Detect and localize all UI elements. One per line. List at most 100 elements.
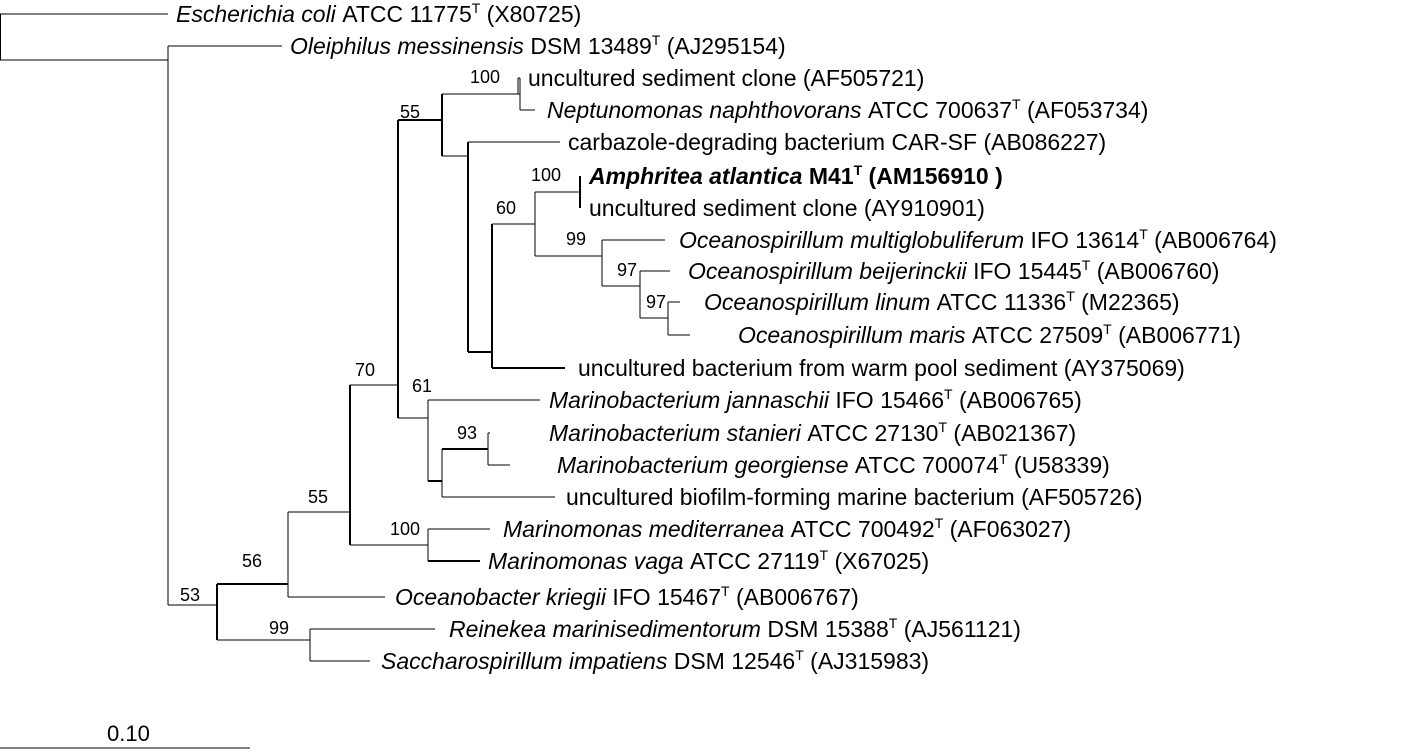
taxon-accession: (U58339)	[1008, 452, 1110, 478]
taxon-accession: (AJ315983)	[804, 648, 929, 674]
taxon-accession: (AF063027)	[943, 516, 1071, 542]
type-strain-mark: T	[652, 32, 661, 48]
taxon-label-oc_beij: Oceanospirillum beijerinckii IFO 15445T …	[688, 257, 1219, 284]
taxon-accession: (AB086227)	[977, 129, 1106, 155]
taxon-species-name: Amphritea atlantica	[588, 163, 809, 189]
taxon-strain: ATCC 700637	[868, 97, 1012, 123]
taxon-accession: (AF505721)	[797, 65, 925, 91]
taxon-accession: (AJ295154)	[660, 33, 785, 59]
taxon-label-oc_linum: Oceanospirillum linum ATCC 11336T (M2236…	[704, 288, 1180, 315]
taxon-strain: M41	[809, 163, 854, 189]
taxon-strain: IFO 13614	[1031, 227, 1140, 253]
taxon-accession: (AF053734)	[1021, 97, 1149, 123]
taxon-accession: (AB006765)	[953, 387, 1082, 413]
taxon-label-neptunomonas: Neptunomonas naphthovorans ATCC 700637T …	[547, 96, 1148, 123]
taxon-strain: DSM 12546	[674, 648, 795, 674]
scale-bar-label: 0.10	[107, 721, 150, 746]
bootstrap-value: 53	[180, 585, 200, 605]
taxon-labels: Escherichia coli ATCC 11775T (X80725)Ole…	[176, 0, 1277, 674]
taxon-species-name: Marinobacterium jannaschii	[549, 387, 835, 413]
taxon-label-carsf: carbazole-degrading bacterium CAR-SF (AB…	[568, 129, 1106, 155]
taxon-accession: (AF505726)	[1015, 484, 1143, 510]
type-strain-mark: T	[795, 647, 804, 663]
taxon-species-name: Oceanospirillum linum	[704, 289, 937, 315]
taxon-strain: ATCC 700492	[791, 516, 935, 542]
type-strain-mark: T	[721, 583, 730, 599]
taxon-label-unc_af505726: uncultured biofilm-forming marine bacter…	[566, 484, 1143, 510]
taxon-strain: ATCC 11775	[342, 1, 472, 27]
bootstrap-value: 55	[400, 102, 420, 122]
taxon-label-oc_multi: Oceanospirillum multiglobuliferum IFO 13…	[679, 226, 1277, 253]
type-strain-mark: T	[944, 386, 953, 402]
type-strain-mark: T	[1139, 226, 1148, 242]
taxon-label-oc_maris: Oceanospirillum maris ATCC 27509T (AB006…	[738, 321, 1241, 348]
type-strain-mark: T	[820, 547, 829, 563]
taxon-strain: uncultured biofilm-forming marine bacter…	[566, 484, 1015, 510]
type-strain-mark: T	[1082, 257, 1091, 273]
taxon-strain: ATCC 27119	[690, 548, 820, 574]
type-strain-mark: T	[938, 419, 947, 435]
taxon-label-mm_vaga: Marinomonas vaga ATCC 27119T (X67025)	[488, 547, 929, 574]
taxon-label-unc_af505721: uncultured sediment clone (AF505721)	[528, 65, 924, 91]
taxon-species-name: Saccharospirillum impatiens	[381, 648, 674, 674]
taxon-accession: (AB006767)	[730, 584, 859, 610]
taxon-label-unc_ay375069: uncultured bacterium from warm pool sedi…	[578, 355, 1185, 381]
taxon-strain: uncultured sediment clone	[589, 195, 858, 221]
taxon-label-ob_krieg: Oceanobacter kriegii IFO 15467T (AB00676…	[395, 583, 859, 610]
taxon-label-mb_jann: Marinobacterium jannaschii IFO 15466T (A…	[549, 386, 1082, 413]
bootstrap-value: 100	[531, 165, 561, 185]
taxon-label-unc_ay910901: uncultured sediment clone (AY910901)	[589, 195, 985, 221]
taxon-strain: carbazole-degrading bacterium CAR-SF	[568, 129, 977, 155]
taxon-strain: DSM 13489	[530, 33, 651, 59]
taxon-species-name: Marinobacterium stanieri	[549, 420, 807, 446]
bootstrap-value: 97	[617, 260, 637, 280]
bootstrap-value: 56	[242, 551, 262, 571]
type-strain-mark: T	[999, 451, 1008, 467]
bootstrap-value: 97	[646, 292, 666, 312]
bootstrap-value: 99	[566, 229, 586, 249]
bootstrap-value: 70	[355, 360, 375, 380]
taxon-accession: (AB006771)	[1112, 322, 1241, 348]
taxon-species-name: Marinobacterium georgiense	[557, 452, 855, 478]
taxon-label-mb_stan: Marinobacterium stanieri ATCC 27130T (AB…	[549, 419, 1076, 446]
type-strain-mark: T	[1012, 96, 1021, 112]
bootstrap-value: 60	[496, 198, 516, 218]
taxon-strain: ATCC 27509	[972, 322, 1103, 348]
taxon-strain: uncultured sediment clone	[528, 65, 797, 91]
bootstrap-value: 93	[457, 423, 477, 443]
type-strain-mark: T	[472, 0, 481, 16]
taxon-strain: ATCC 11336	[937, 289, 1067, 315]
taxon-species-name: Oceanobacter kriegii	[395, 584, 612, 610]
bootstrap-value: 99	[269, 618, 289, 638]
taxon-accession: (AY375069)	[1057, 355, 1184, 381]
taxon-strain: uncultured bacterium from warm pool sedi…	[578, 355, 1058, 381]
taxon-strain: IFO 15466	[835, 387, 944, 413]
bootstrap-value: 100	[470, 67, 500, 87]
taxon-label-saccharo: Saccharospirillum impatiens DSM 12546T (…	[381, 647, 929, 674]
taxon-accession: (AB006764)	[1148, 227, 1277, 253]
taxon-species-name: Oleiphilus messinensis	[290, 33, 530, 59]
taxon-species-name: Oceanospirillum multiglobuliferum	[679, 227, 1031, 253]
taxon-strain: ATCC 27130	[807, 420, 938, 446]
tree-branches	[0, 13, 690, 662]
taxon-accession: (AY910901)	[858, 195, 985, 221]
taxon-accession: (M22365)	[1075, 289, 1180, 315]
taxon-strain: IFO 15467	[612, 584, 721, 610]
scale-bar: 0.10	[0, 721, 250, 749]
type-strain-mark: T	[854, 162, 863, 178]
bootstrap-value: 100	[390, 519, 420, 539]
taxon-label-mb_georg: Marinobacterium georgiense ATCC 700074T …	[557, 451, 1110, 478]
type-strain-mark: T	[935, 515, 944, 531]
type-strain-mark: T	[1066, 288, 1075, 304]
taxon-species-name: Reinekea marinisedimentorum	[449, 616, 767, 642]
taxon-species-name: Escherichia coli	[176, 1, 342, 27]
taxon-accession: (X80725)	[480, 1, 581, 27]
bootstrap-value: 55	[308, 487, 328, 507]
type-strain-mark: T	[889, 615, 898, 631]
taxon-accession: (AJ561121)	[897, 616, 1021, 642]
taxon-strain: IFO 15445	[973, 258, 1082, 284]
taxon-strain: DSM 15388	[767, 616, 888, 642]
taxon-species-name: Marinomonas vaga	[488, 548, 690, 574]
taxon-accession: (X67025)	[828, 548, 929, 574]
